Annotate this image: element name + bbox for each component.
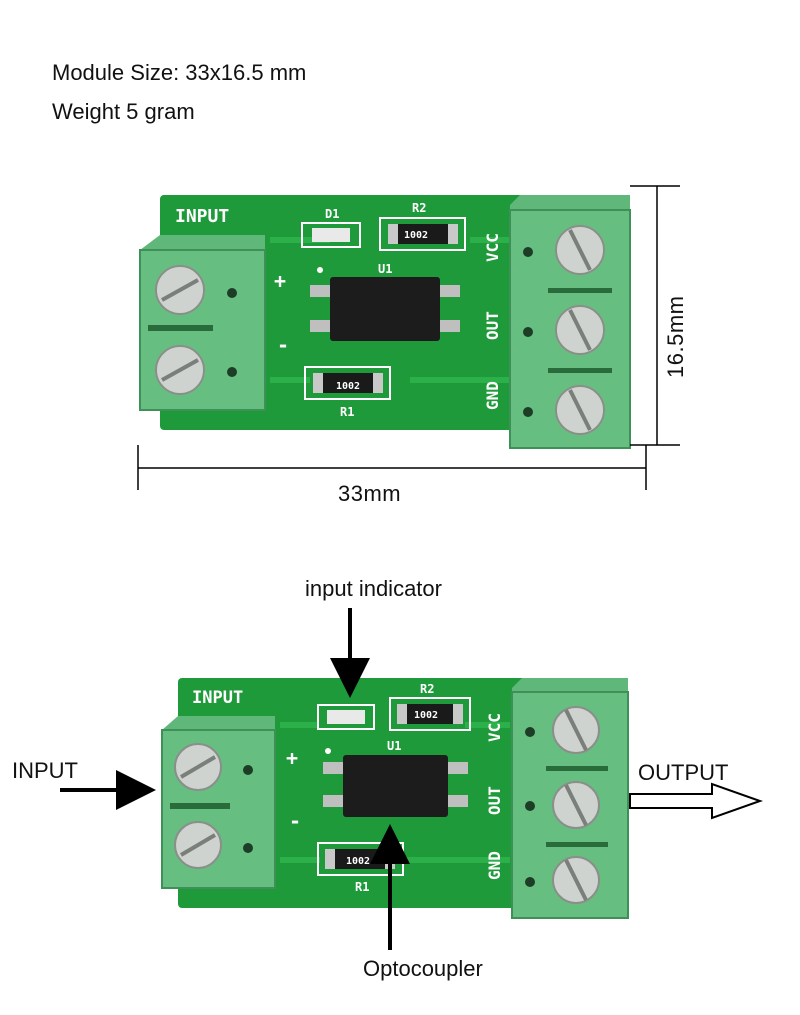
optocoupler-label: Optocoupler: [363, 956, 483, 981]
callout-arrows: [60, 608, 763, 950]
silk-gnd: GND: [485, 851, 504, 880]
optocoupler-chip: [323, 748, 468, 817]
optocoupler-chip: [310, 267, 460, 341]
output-arrow: [629, 782, 763, 820]
silk-d1: D1: [325, 207, 339, 221]
bottom-module: INPUT + - R2 1002 U1 1002 R1 VCC OUT GND: [161, 678, 629, 919]
silk-minus: -: [289, 809, 301, 833]
resistor-code: 1002: [336, 381, 360, 392]
input-indicator-label: input indicator: [305, 576, 442, 601]
silk-vcc: VCC: [483, 233, 502, 262]
output-terminal-block: [511, 678, 629, 919]
input-terminal-block: [139, 235, 266, 411]
silk-r1: R1: [355, 880, 369, 894]
input-terminal-block: [161, 716, 276, 889]
silk-out: OUT: [485, 786, 504, 815]
module-size-text: Module Size: 33x16.5 mm: [52, 60, 307, 85]
silk-out: OUT: [483, 311, 502, 340]
width-dimension-label: 33mm: [338, 481, 402, 506]
silk-u1: U1: [387, 739, 401, 753]
silk-minus: -: [277, 333, 289, 357]
silk-r1: R1: [340, 405, 354, 419]
silk-plus: +: [286, 746, 298, 770]
resistor-code: 1002: [346, 856, 370, 867]
silk-vcc: VCC: [485, 713, 504, 742]
weight-text: Weight 5 gram: [52, 99, 195, 124]
height-dimension-label: 16.5mm: [663, 295, 688, 378]
resistor-code: 1002: [414, 710, 438, 721]
resistor-code: 1002: [404, 230, 428, 241]
silk-gnd: GND: [483, 381, 502, 410]
silk-u1: U1: [378, 262, 392, 276]
output-label: OUTPUT: [638, 760, 729, 785]
silk-r2: R2: [412, 201, 426, 215]
silk-plus: +: [274, 269, 286, 293]
silk-input-label: INPUT: [192, 688, 243, 708]
silk-input-label: INPUT: [175, 206, 229, 227]
top-module: INPUT + - D1 R2 1002 U1 1002 R1 VCC OUT …: [139, 195, 631, 449]
silk-r2: R2: [420, 682, 434, 696]
input-label: INPUT: [12, 758, 78, 783]
output-terminal-block: [509, 195, 631, 449]
dimension-lines: [137, 185, 680, 490]
